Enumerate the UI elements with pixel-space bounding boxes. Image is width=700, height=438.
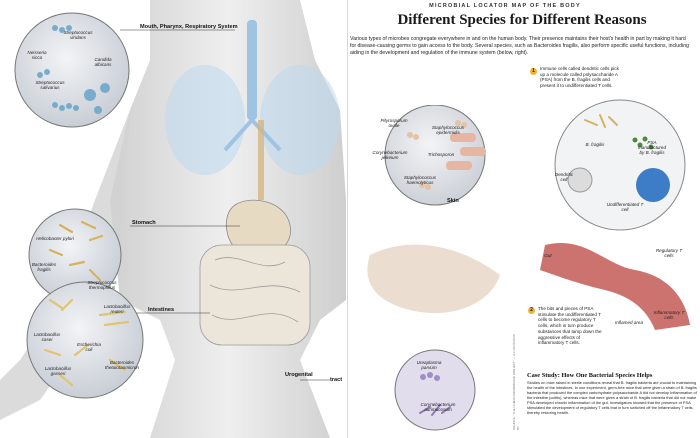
- page-title: Different Species for Different Reasons: [397, 12, 647, 28]
- species-label: Neisseria sicca: [27, 50, 47, 61]
- species-label: Trichosporon: [427, 152, 455, 157]
- step-2-badge: 2: [528, 307, 535, 314]
- step-1-badge: 1: [530, 68, 537, 75]
- case-study-title: Case Study: How One Bacterial Species He…: [527, 372, 653, 379]
- step-2-text: The bits and pieces of PSA stimulate the…: [538, 306, 602, 346]
- species-label: Staphylococcus haemolyticus: [403, 175, 437, 186]
- esophagus: [258, 120, 264, 200]
- bfragilis-label: B. fragilis: [585, 142, 605, 147]
- undiff-tcell-label: Undifferentiated T cell: [606, 202, 644, 213]
- species-label: Pityrosporum ovale: [380, 118, 408, 129]
- species-label: Streptococcus viridans: [63, 30, 93, 41]
- species-label: Bacteroides fragilis: [31, 262, 57, 273]
- species-label: Candida albicans: [94, 57, 112, 68]
- regulatory-tcells-label: Regulatory T cells: [655, 248, 683, 259]
- species-label: Streptococcus thermophilus: [87, 280, 117, 291]
- species-label: Corynebacterium jeikeium: [372, 150, 408, 161]
- urogenital-illustration: [394, 349, 476, 431]
- dendritic-cell-label: Dendritic cell: [554, 172, 574, 183]
- region-urogenital-label: Urogenital: [285, 372, 313, 378]
- credit-line: SOURCE: "THE HUMAN MICROBIOME PROJECT" —…: [512, 334, 520, 430]
- species-label: Helicobacter pylori: [36, 236, 74, 241]
- region-mouth-label: Mouth, Pharynx, Respiratory System: [140, 24, 238, 30]
- lung-right: [260, 65, 340, 175]
- species-label: Bacteroides thetaiotaomicron: [105, 360, 139, 371]
- species-label: Ureaplasma parvum: [416, 360, 442, 371]
- trachea: [247, 20, 257, 120]
- case-study-body: Studies on mice raised in sterile condit…: [527, 380, 697, 416]
- body-illustration: [0, 0, 346, 438]
- species-label: Lactobacillus gasseri: [44, 366, 72, 377]
- immune-diagram: [540, 99, 690, 330]
- species-label: Staphylococcus epidermidis: [431, 125, 465, 136]
- intestines-bubble: [26, 281, 144, 399]
- skin-illustration: [367, 105, 500, 314]
- step-1-text: Immune cells called dendritic cells pick…: [540, 66, 619, 89]
- inflammatory-tcells-label: Inflammatory T cells: [653, 310, 685, 321]
- region-stomach-label: Stomach: [132, 220, 156, 226]
- lung-left: [165, 65, 245, 175]
- region-skin-label: Skin: [447, 198, 459, 204]
- section-tag: MICROBIAL LOCATOR MAP OF THE BODY: [429, 3, 581, 9]
- region-intestines-label: Intestines: [148, 307, 175, 313]
- gut-label: Gut: [544, 253, 552, 258]
- region-urogenital-tract-label: tract: [330, 377, 343, 383]
- intestines-organ: [199, 244, 311, 346]
- species-label: Corynebacterium aurimucosum: [420, 402, 456, 413]
- species-label: Lactobacillus reuteri: [103, 304, 131, 315]
- inflamed-area-label: Inflamed area: [614, 320, 644, 325]
- psa-label: PSA manufactured by B. fragilis: [637, 140, 667, 156]
- species-label: Streptococcus salivarius: [35, 80, 65, 91]
- mouth-bubble: [14, 12, 130, 128]
- intro-paragraph: Various types of microbes congregate eve…: [350, 36, 689, 57]
- spread-divider: [347, 0, 348, 438]
- species-label: Escherichia coli: [77, 342, 101, 353]
- species-label: Lactobacillus casei: [33, 332, 61, 343]
